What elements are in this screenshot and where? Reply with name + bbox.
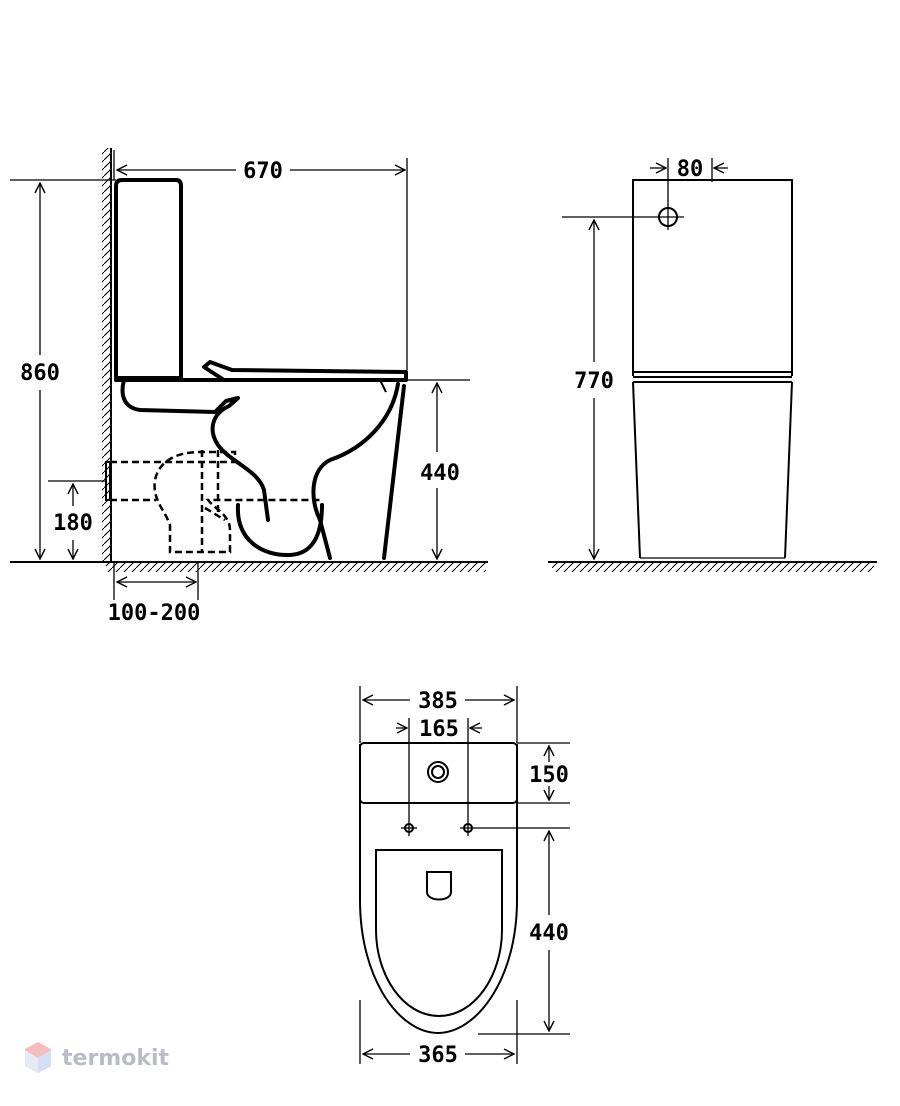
cistern-top: [359, 742, 518, 804]
cistern-back: [632, 179, 793, 376]
dim-tank-150: 150: [529, 763, 569, 788]
toilet-outline-top: [359, 744, 518, 1035]
dim-length-440: 440: [529, 921, 569, 946]
bowl-outline: [120, 378, 270, 522]
floor-hatch: [106, 563, 486, 572]
dim-height-860: 860: [20, 361, 60, 386]
cube-logo-icon: [25, 1042, 51, 1073]
dim-bolt-165: 165: [419, 717, 459, 742]
dim-wall-offset: 100-200: [108, 601, 201, 626]
flush-button-icon: [427, 761, 449, 783]
drain-icon: [426, 871, 452, 901]
side-view: 670 860 440 180 100-200: [10, 148, 488, 626]
body-back: [632, 381, 793, 559]
dim-outlet-180: 180: [53, 511, 93, 536]
watermark-text: termokit: [62, 1046, 170, 1071]
bolt-hole-right-icon: [460, 820, 476, 836]
dim-width-670: 670: [243, 159, 283, 184]
floor-hatch-back: [552, 563, 874, 572]
trap-dashed: [110, 450, 320, 554]
top-view: 385 165 150 440 365: [359, 686, 570, 1068]
bolt-hole-left-icon: [401, 820, 417, 836]
dim-width-385: 385: [418, 689, 458, 714]
dim-base-365: 365: [418, 1043, 458, 1068]
dim-inlet-height-770: 770: [574, 369, 614, 394]
back-view: 80 770: [548, 157, 877, 572]
dim-seat-height-440: 440: [420, 461, 460, 486]
bowl-opening-top: [375, 849, 503, 1018]
wall-hatch: [102, 148, 111, 562]
dim-inlet-80: 80: [677, 157, 704, 182]
cistern-tank: [114, 178, 183, 380]
